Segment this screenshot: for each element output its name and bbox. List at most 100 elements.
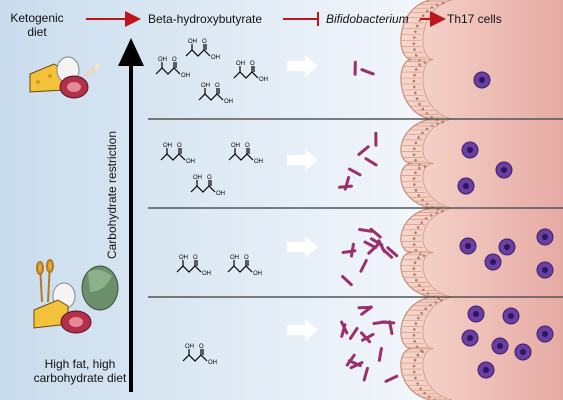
epithelial-cell-nucleus <box>420 311 423 315</box>
bhb-molecule: OH O OH <box>176 255 211 277</box>
epithelial-cell-nucleus <box>412 177 416 180</box>
epithelial-cell-nucleus <box>437 297 441 301</box>
molecule-oh-label: OH <box>163 143 172 149</box>
panel-dividers <box>148 118 563 298</box>
bifidobacterium-rod <box>381 247 394 259</box>
th17-cell-nucleus <box>467 147 473 153</box>
epithelial-cell-nucleus <box>423 165 427 168</box>
molecule-o-label: O <box>215 83 220 89</box>
bifidobacterium-rod <box>386 246 399 258</box>
molecule-o-label: O <box>245 143 250 149</box>
molecule-oh-label: OH <box>231 143 240 149</box>
white-block-arrow <box>287 319 318 341</box>
epithelial-cell-nucleus <box>440 299 443 302</box>
epithelial-cell-nucleus <box>420 221 424 224</box>
epithelial-cell-nucleus <box>416 226 420 229</box>
epithelial-cell-nucleus <box>413 73 416 77</box>
epithelial-cell-nucleus <box>413 273 416 276</box>
bifidobacterium-rod <box>345 353 356 367</box>
bifidobacterium-rod <box>350 242 355 258</box>
epithelial-cell-nucleus <box>414 53 418 57</box>
th17-cell-nucleus <box>542 331 548 337</box>
molecule-oh-label: OH <box>158 57 167 63</box>
molecule-oh-label: OH <box>193 175 202 181</box>
epithelial-cell-nucleus <box>441 1 445 5</box>
epithelial-cell-nucleus <box>425 9 429 13</box>
epithelial-cell-nucleus <box>414 141 418 145</box>
beta-hydroxybutyrate-label: Beta-hydroxybutyrate <box>148 12 263 26</box>
molecule-oh-label: OH <box>185 344 194 350</box>
molecule-oh-label: OH <box>202 271 211 277</box>
th17-cell-nucleus <box>483 367 489 373</box>
epithelial-cell-nucleus <box>412 147 416 150</box>
epithelial-cell-nucleus <box>415 97 419 100</box>
molecule-oh-label: OH <box>236 61 245 67</box>
bifidobacterium-rod <box>360 305 373 316</box>
epithelial-cell-nucleus <box>412 243 416 246</box>
molecule-o-label: O <box>250 61 255 67</box>
molecule-oh-label: OH <box>188 39 197 45</box>
molecule-o-label: O <box>177 143 182 149</box>
molecule-oh-label: OH <box>208 360 217 366</box>
molecule-oh-label: OH <box>253 271 262 277</box>
epithelial-cell-nucleus <box>414 189 418 192</box>
molecule-oh-label: OH <box>230 255 239 261</box>
epithelial-cell-nucleus <box>413 91 417 95</box>
epithelial-cell-nucleus <box>417 136 420 139</box>
epithelial-cell-nucleus <box>441 120 444 124</box>
th17-cell-nucleus <box>542 267 548 273</box>
ketogenic-diet-label: Ketogenic diet <box>10 11 64 39</box>
bifidobacterium-rod <box>384 374 399 383</box>
epithelial-cell-nucleus <box>412 267 416 270</box>
molecule-oh-label: OH <box>181 73 190 79</box>
white-block-arrow <box>287 55 318 77</box>
epithelial-cell-nucleus <box>412 79 416 83</box>
th17-cell-nucleus <box>479 77 485 83</box>
bifidobacterium-rod <box>358 228 373 233</box>
epithelial-cell-nucleus <box>414 68 418 71</box>
bifidobacterium-rod <box>362 366 369 382</box>
high-fat-high-carb-diet-label: High fat, high carbohydrate diet <box>33 357 127 385</box>
th17-cell-nucleus <box>501 167 507 173</box>
bifidobacterium-rod <box>349 361 364 370</box>
epithelial-cell-nucleus <box>413 340 416 343</box>
th17-cell-nucleus <box>467 335 473 341</box>
epithelial-cell-nucleus <box>412 85 416 89</box>
bifidobacterium-rod <box>364 157 378 167</box>
molecule-oh-label: OH <box>179 255 188 261</box>
molecule-oh-label: OH <box>259 77 268 83</box>
bifidobacterium-rod <box>340 323 347 338</box>
molecule-oh-label: OH <box>211 55 220 61</box>
bifidobacterium-rod <box>338 184 353 189</box>
white-block-arrow <box>287 149 318 171</box>
pathway-arrows <box>86 11 446 27</box>
epithelial-cell-nucleus <box>414 248 418 252</box>
th17-cell-nucleus <box>463 183 469 189</box>
epithelial-cell-nucleus <box>412 42 416 45</box>
bifidobacterium-rod <box>347 167 362 177</box>
bifidobacterium-rod <box>359 331 372 344</box>
th17-cell-nucleus <box>542 234 548 240</box>
epithelial-cell-nucleus <box>417 316 420 320</box>
epithelial-cell-nucleus <box>414 159 417 162</box>
bifidobacterium-rod <box>361 332 375 342</box>
molecule-oh-label: OH <box>254 159 263 165</box>
epithelial-cell-nucleus <box>414 322 418 325</box>
epithelial-cell-nucleus <box>417 166 421 170</box>
bifidobacterium-rod <box>367 243 380 255</box>
th17-cell-nucleus <box>490 259 496 265</box>
epithelial-cell-nucleus <box>418 63 421 66</box>
epithelial-cell-nucleus <box>413 328 416 331</box>
molecule-o-label: O <box>199 344 204 350</box>
molecule-oh-label: OH <box>186 159 195 165</box>
bifidobacterium-rod <box>357 145 370 156</box>
epithelial-cell-nucleus <box>414 231 417 235</box>
molecule-o-label: O <box>193 255 198 261</box>
th17-cell-nucleus <box>465 243 471 249</box>
epithelial-cell-nucleus <box>417 256 420 260</box>
th17-cell-nucleus <box>520 349 526 355</box>
epithelial-cell-nucleus <box>416 353 420 357</box>
